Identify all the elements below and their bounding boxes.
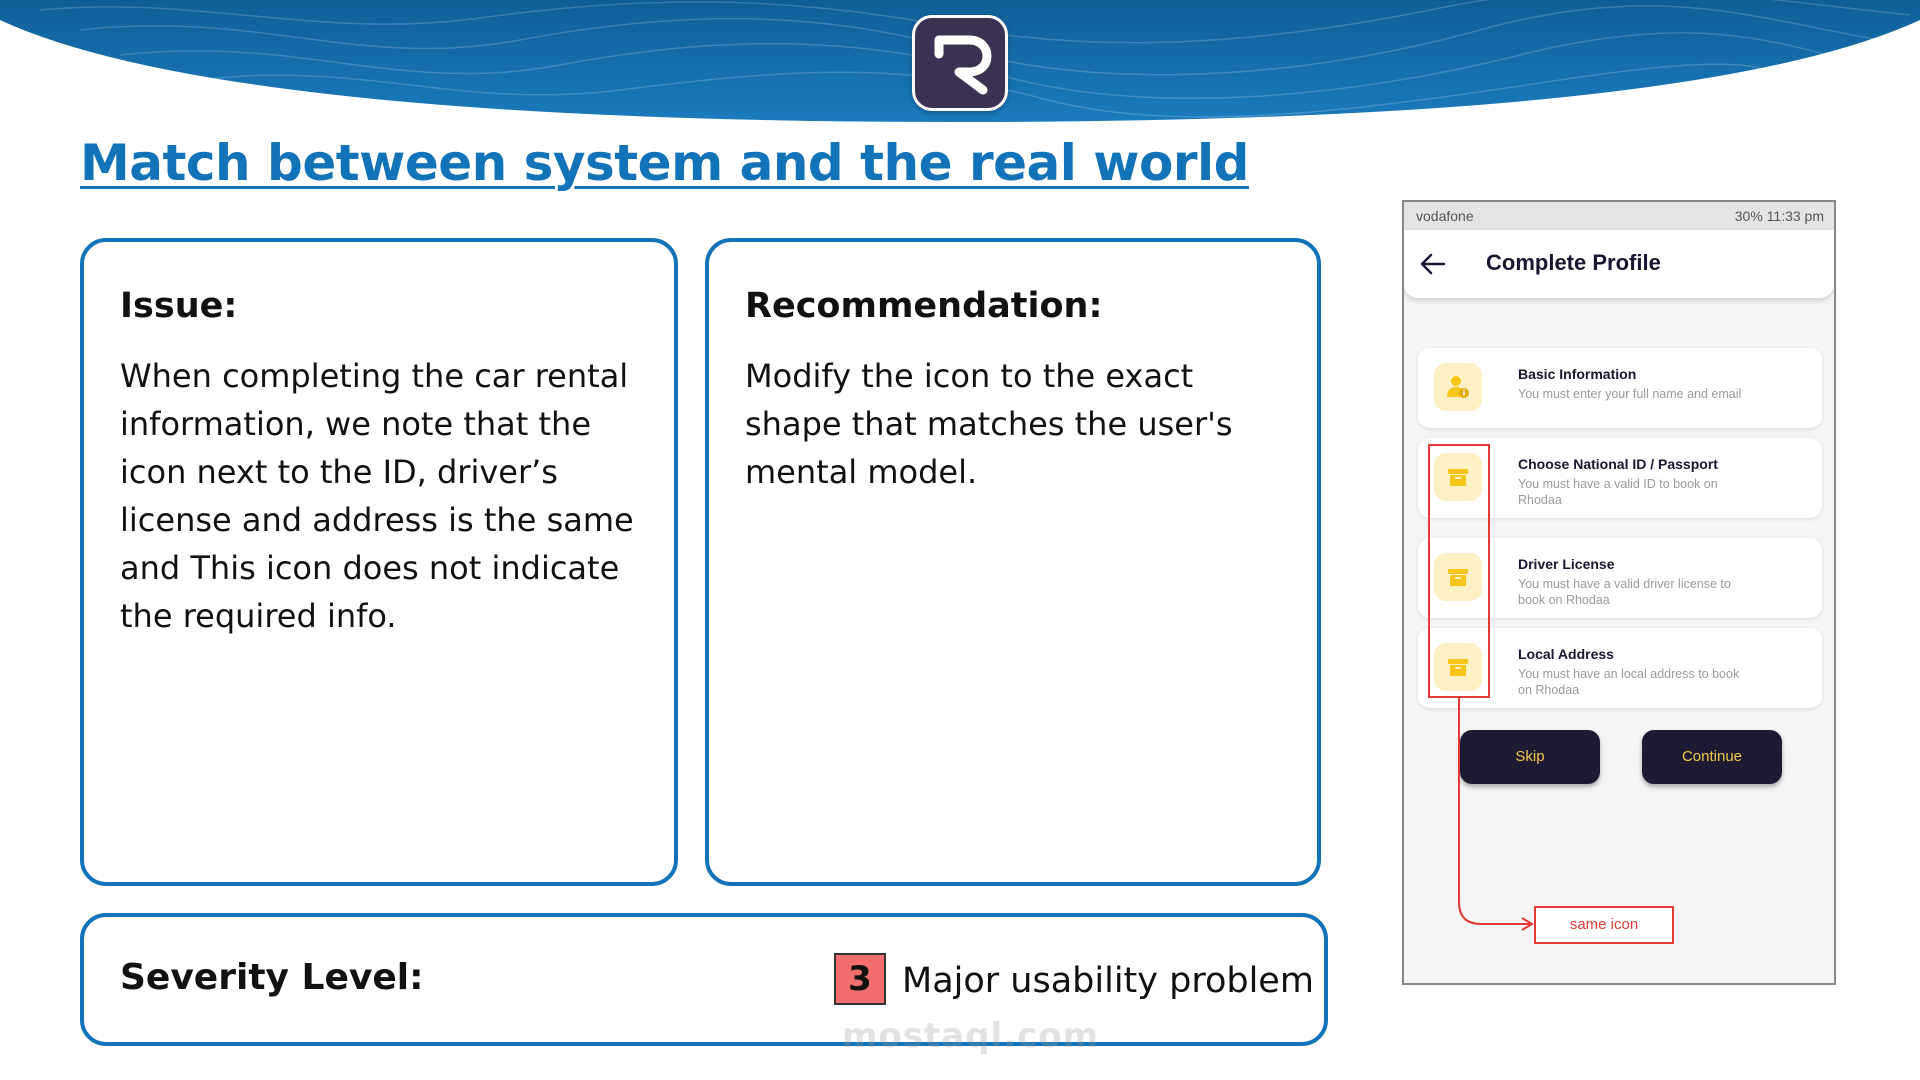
recommendation-body: Modify the icon to the exact shape that …: [745, 357, 1233, 491]
status-indicators: 30% 11:33 pm: [1734, 208, 1824, 224]
item-icon-container: [1434, 643, 1482, 691]
arrow-left-icon[interactable]: [1420, 252, 1446, 276]
item-icon-container: [1434, 453, 1482, 501]
brand-logo: [912, 15, 1008, 111]
phone-screenshot: vodafone 30% 11:33 pm Complete Profile B…: [1402, 200, 1836, 985]
item-description: You must enter your full name and email: [1518, 387, 1742, 401]
severity-level-badge: 3: [834, 953, 886, 1005]
issue-card: Issue: When completing the car rental in…: [80, 238, 678, 886]
carrier-label: vodafone: [1416, 208, 1474, 224]
app-header: Complete Profile: [1404, 230, 1834, 298]
profile-item-national-id[interactable]: Choose National ID / Passport You must h…: [1418, 438, 1822, 518]
item-description: You must have a valid driver license to …: [1518, 577, 1731, 607]
user-info-icon: [1447, 376, 1469, 398]
recommendation-heading: Recommendation:: [745, 286, 1103, 326]
skip-button[interactable]: Skip: [1460, 730, 1600, 784]
item-icon-container: [1434, 553, 1482, 601]
box-icon: [1448, 659, 1468, 676]
item-title: Choose National ID / Passport: [1518, 456, 1718, 472]
status-bar: vodafone 30% 11:33 pm: [1404, 202, 1834, 230]
item-description: You must have an local address to book o…: [1518, 667, 1740, 697]
issue-body: When completing the car rental informati…: [120, 357, 634, 635]
item-icon-container: [1434, 363, 1482, 411]
item-title: Basic Information: [1518, 366, 1637, 382]
screen-title: Complete Profile: [1486, 250, 1661, 275]
item-description: You must have a valid ID to book on Rhod…: [1518, 477, 1718, 507]
recommendation-card: Recommendation: Modify the icon to the e…: [705, 238, 1321, 886]
annotation-label: same icon: [1534, 906, 1674, 944]
issue-heading: Issue:: [120, 286, 238, 326]
box-icon: [1448, 569, 1468, 586]
severity-label: Severity Level:: [120, 957, 424, 998]
watermark: mostaql.com: [842, 1016, 1100, 1056]
box-icon: [1448, 469, 1468, 486]
profile-item-local-address[interactable]: Local Address You must have an local add…: [1418, 628, 1822, 708]
item-title: Local Address: [1518, 646, 1614, 662]
r-logo-icon: [934, 35, 992, 95]
severity-description: Major usability problem: [902, 961, 1314, 1001]
profile-item-basic-information[interactable]: Basic Information You must enter your fu…: [1418, 348, 1822, 428]
severity-card: Severity Level: 3 Major usability proble…: [80, 913, 1328, 1046]
item-title: Driver License: [1518, 556, 1615, 572]
annotation-highlight-box: [1428, 444, 1490, 698]
page-title: Match between system and the real world: [80, 134, 1249, 192]
continue-button[interactable]: Continue: [1642, 730, 1782, 784]
profile-item-driver-license[interactable]: Driver License You must have a valid dri…: [1418, 538, 1822, 618]
